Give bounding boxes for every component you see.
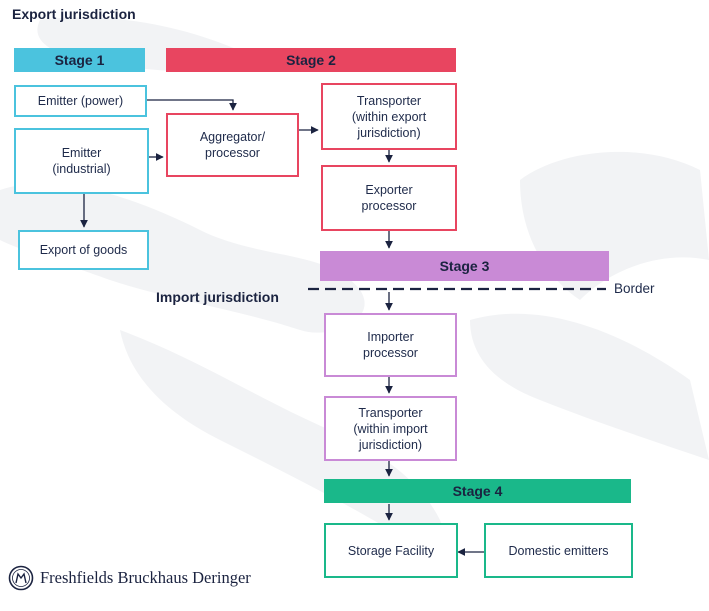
storage-facility-box: Storage Facility	[324, 523, 458, 578]
seal-icon	[8, 565, 34, 591]
stage-1-bar: Stage 1	[14, 48, 145, 72]
export-of-goods-box: Export of goods	[18, 230, 149, 270]
arrow-emitter-power-to-aggregator	[147, 99, 237, 111]
transporter-export-box: Transporter (within export jurisdiction)	[321, 83, 457, 150]
emitter-power-box: Emitter (power)	[14, 85, 147, 117]
importer-processor-box: Importer processor	[324, 313, 457, 377]
domestic-emitters-box: Domestic emitters	[484, 523, 633, 578]
border-label: Border	[614, 281, 655, 296]
export-jurisdiction-heading: Export jurisdiction	[12, 6, 136, 22]
stage-3-bar: Stage 3	[320, 251, 609, 281]
stage-4-bar: Stage 4	[324, 479, 631, 503]
aggregator-processor-box: Aggregator/ processor	[166, 113, 299, 177]
emitter-industrial-box: Emitter (industrial)	[14, 128, 149, 194]
stage-2-bar: Stage 2	[166, 48, 456, 72]
import-jurisdiction-heading: Import jurisdiction	[156, 289, 279, 305]
logo-text: Freshfields Bruckhaus Deringer	[40, 568, 251, 587]
freshfields-logo: Freshfields Bruckhaus Deringer	[8, 565, 251, 591]
exporter-processor-box: Exporter processor	[321, 165, 457, 231]
transporter-import-box: Transporter (within import jurisdiction)	[324, 396, 457, 461]
